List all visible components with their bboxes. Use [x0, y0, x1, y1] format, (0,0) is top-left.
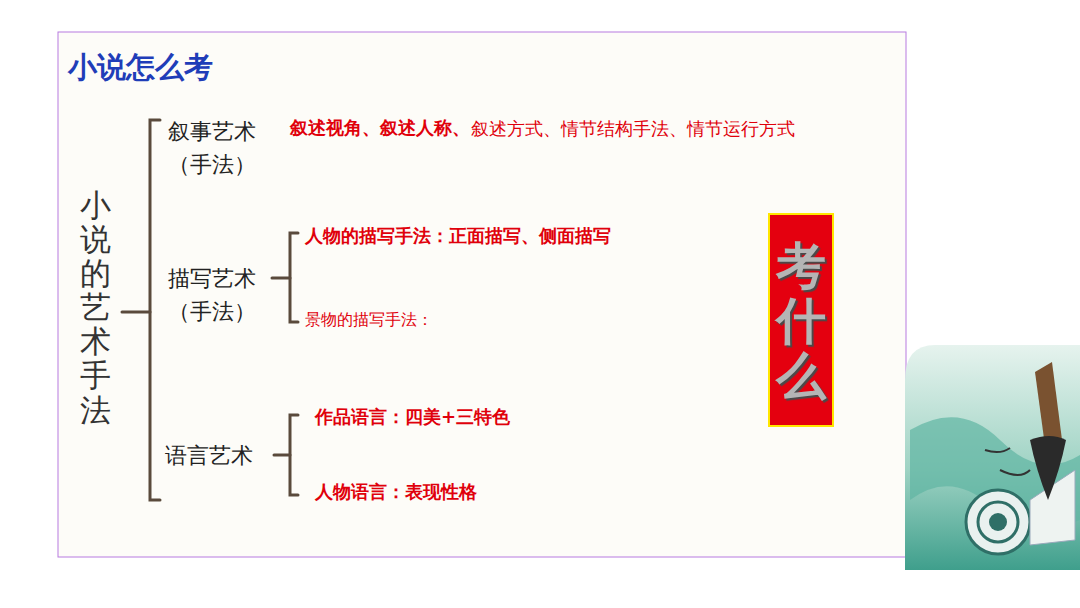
brush-illustration — [905, 345, 1080, 570]
item-text: 人物的描写手法：正面描写、侧面描写 — [305, 224, 611, 248]
slide-title: 小说怎么考 — [68, 48, 213, 88]
item-text: 景物的描写手法： — [305, 310, 433, 331]
item-text: 叙述视角、叙述人称、 — [290, 116, 470, 140]
item-text: 作品语言：四美+三特色 — [315, 405, 510, 429]
tag-text: 考什么 — [776, 238, 826, 403]
item-text: 叙述方式、情节结构手法、情节运行方式 — [471, 117, 795, 141]
branch-label: 叙事艺术 （手法） — [160, 115, 264, 181]
red-tag-box: 考什么 — [768, 213, 834, 427]
content-panel — [58, 32, 906, 557]
item-text: 人物语言：表现性格 — [315, 480, 477, 504]
root-label: 小说的艺术手法 — [80, 188, 111, 427]
branch-label: 语言艺术 — [165, 441, 253, 471]
branch-label: 描写艺术 （手法） — [160, 262, 264, 328]
